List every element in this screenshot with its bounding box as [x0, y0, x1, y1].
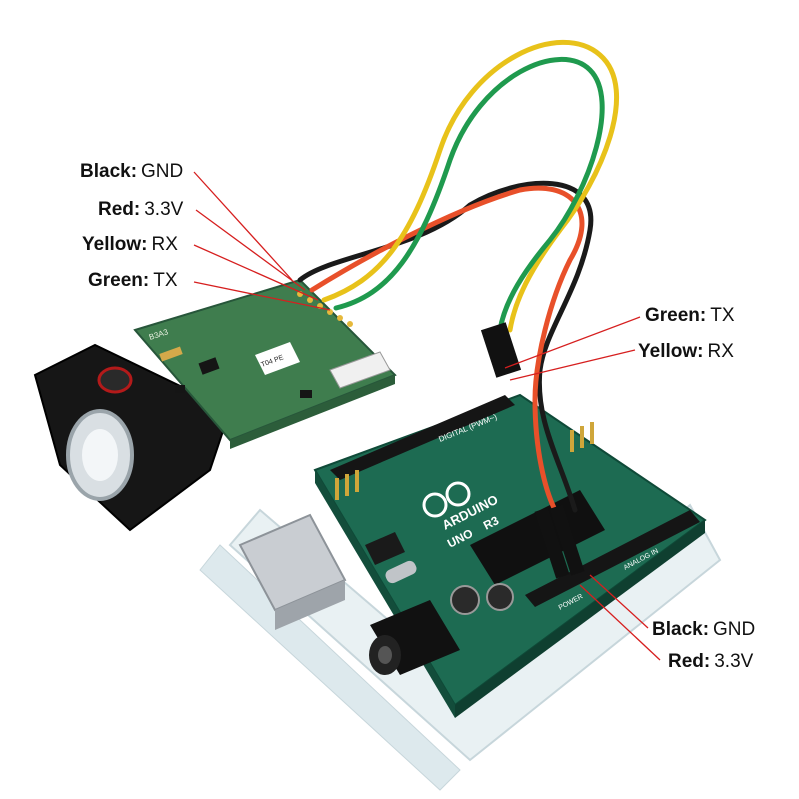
label-green-tx-module: Green:TX: [88, 270, 178, 292]
crystal: [385, 560, 417, 584]
leader-line-red-module: [195, 209, 306, 291]
digital-header: [330, 395, 515, 480]
leader-line-yellow-board: [509, 349, 636, 381]
wire-black: [297, 180, 594, 513]
leader-line-green-board: [504, 316, 641, 369]
capacitor: [486, 583, 514, 611]
usb-chip: [365, 532, 405, 565]
label-yellow-rx-module: Yellow:RX: [82, 234, 178, 256]
usb-b-port: [238, 513, 347, 630]
label-green-tx-board: Green:TX: [645, 305, 735, 327]
label-yellow-rx-board: Yellow:RX: [638, 341, 734, 363]
label-color: Red:: [668, 651, 711, 672]
board-model-r3-text: R3: [481, 513, 501, 533]
label-red-3v3-board: Red:3.3V: [668, 651, 753, 673]
laser-emitter: [97, 366, 133, 394]
label-color: Yellow:: [82, 234, 148, 255]
label-color: Black:: [652, 619, 710, 640]
label-color: Red:: [98, 199, 141, 220]
leader-line-yellow-module: [193, 244, 319, 301]
label-signal: GND: [713, 619, 756, 640]
microcontroller-chip: [470, 490, 605, 585]
label-signal: RX: [707, 341, 734, 362]
label-signal: RX: [151, 234, 178, 255]
dupont-connector: [549, 504, 585, 576]
label-color: Green:: [645, 305, 707, 326]
label-signal: TX: [153, 270, 178, 291]
label-black-gnd-module: Black:GND: [80, 161, 183, 183]
leader-line-black-module: [193, 171, 293, 281]
label-signal: TX: [710, 305, 735, 326]
label-red-3v3-module: Red:3.3V: [98, 199, 183, 221]
leader-line-black-board: [589, 574, 649, 629]
label-color: Black:: [80, 161, 138, 182]
laser-sensor-module: T04 PE B3A3: [33, 278, 397, 532]
dupont-connector: [480, 322, 522, 378]
label-signal: 3.3V: [144, 199, 184, 220]
dupont-connector: [534, 507, 570, 579]
module-sticker: [255, 342, 300, 375]
wire-green: [333, 57, 605, 333]
arduino-logo: [422, 481, 471, 518]
label-signal: 3.3V: [714, 651, 754, 672]
jumper-wires: [297, 39, 619, 579]
icsp-pins: [335, 422, 594, 500]
label-color: Yellow:: [638, 341, 704, 362]
label-signal: GND: [141, 161, 184, 182]
capacitor: [450, 585, 480, 615]
module-connector: [329, 351, 391, 389]
analog-power-header: [525, 510, 700, 607]
label-color: Green:: [88, 270, 150, 291]
leader-lines: [193, 171, 661, 661]
label-black-gnd-board: Black:GND: [652, 619, 755, 641]
connector-pads: [297, 291, 353, 327]
leader-line-red-board: [579, 584, 661, 661]
leader-line-green-module: [193, 281, 331, 311]
dc-jack: [369, 600, 460, 675]
arduino-uno-board: ARDUINO UNO R3 DIGITAL (PWM~) POWER ANAL…: [238, 393, 707, 718]
